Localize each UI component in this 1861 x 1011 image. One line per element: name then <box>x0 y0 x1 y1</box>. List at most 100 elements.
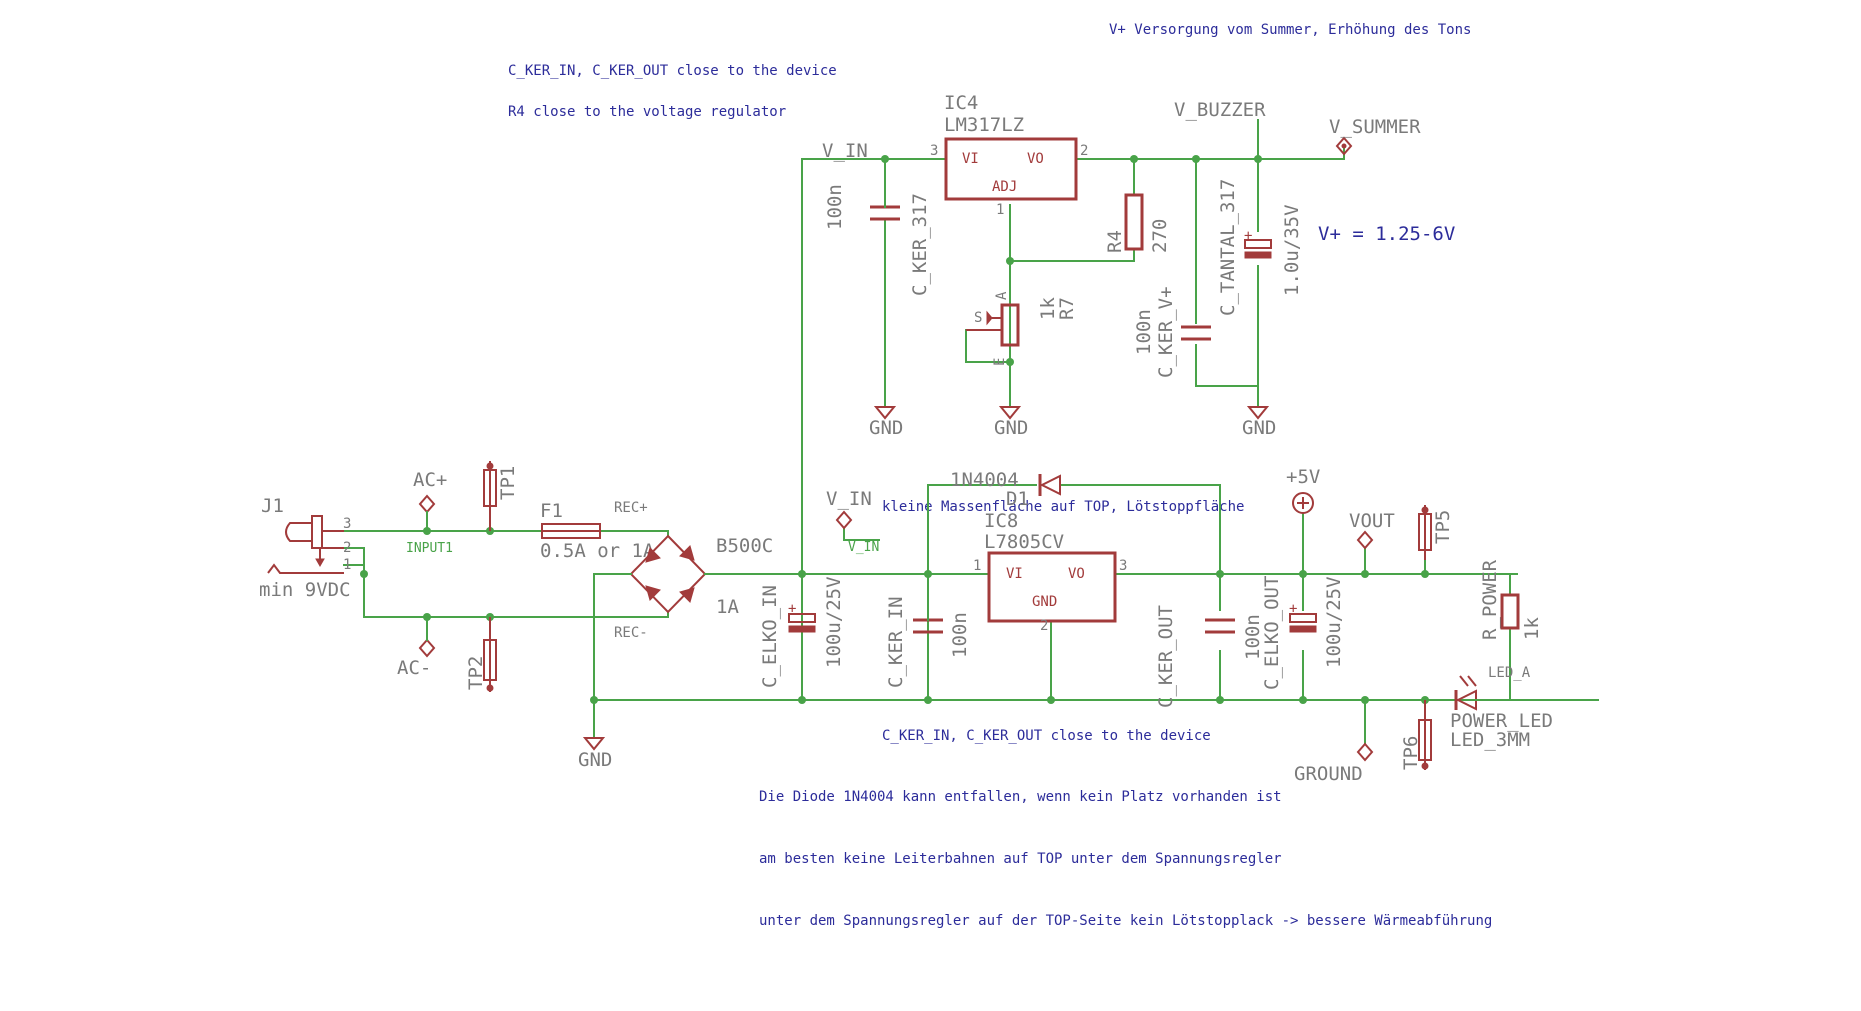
led-name: POWER_LED <box>1450 710 1553 732</box>
capacitor-c-ker-out: C_KER_OUT 100n <box>1155 605 1264 708</box>
led-value: LED_3MM <box>1450 729 1530 751</box>
j1-value: min 9VDC <box>259 579 351 601</box>
j1-pin2: 2 <box>343 540 351 556</box>
resistor-r-power: R_POWER 1k <box>1479 559 1543 640</box>
c-ker-317-name: C_KER_317 <box>909 193 931 296</box>
note-v-plus-supply: V+ Versorgung vom Summer, Erhöhung des T… <box>1109 22 1471 38</box>
bridge-rectifier-b500c: B500C 1A <box>593 534 773 618</box>
r7-pin-s: S <box>974 310 982 326</box>
net-ac-minus: AC- <box>397 657 431 679</box>
net-vout: VOUT <box>1349 510 1395 532</box>
c-ker-vplus-value: 100n <box>1133 309 1155 355</box>
capacitor-c-ker-in: C_KER_IN 100n <box>885 573 971 688</box>
tp1-name: TP1 <box>497 466 519 500</box>
diode-ref: D1 <box>1006 488 1029 510</box>
fuse-f1: F1 0.5A or 1A <box>540 500 655 562</box>
note-no-solder-mask: unter dem Spannungsregler auf der TOP-Se… <box>759 913 1492 929</box>
f1-name: F1 <box>540 500 563 522</box>
r-power-name: R_POWER <box>1479 559 1501 640</box>
svg-text:+: + <box>788 601 796 617</box>
marker-ac-minus: AC- <box>397 616 436 679</box>
c-ker-317-value: 100n <box>824 184 846 230</box>
ic8-pin-in: 1 <box>973 558 981 574</box>
note-v-plus-range: V+ = 1.25-6V <box>1318 223 1455 245</box>
net-v-summer: V_SUMMER <box>1329 116 1421 138</box>
c-elko-out-name: C_ELKO_OUT <box>1261 576 1283 690</box>
ic4-pin-adj: 1 <box>996 202 1004 218</box>
ic4-vo-pin: VO <box>1027 151 1044 167</box>
ic8-pin-gnd: 2 <box>1040 618 1048 634</box>
c-tantal-polarity: + <box>1244 228 1252 244</box>
net-ground: GROUND <box>1294 763 1363 785</box>
ic8-vi-pin: VI <box>1006 566 1023 582</box>
note-ker-close-bottom: C_KER_IN, C_KER_OUT close to the device <box>882 728 1211 744</box>
junctions-lower <box>360 527 1429 704</box>
ic4-adj-pin: ADJ <box>992 179 1017 195</box>
tp6-name: TP6 <box>1400 736 1422 770</box>
ic4-pin-in: 3 <box>930 143 938 159</box>
testpoint-tp6: TP6 <box>1400 700 1432 770</box>
ic8-name: IC8 <box>984 510 1018 532</box>
tp5-name: TP5 <box>1432 510 1454 544</box>
wires-upper <box>801 119 1345 701</box>
ic8-pin-out: 3 <box>1119 558 1127 574</box>
marker-vout: VOUT <box>1349 510 1395 550</box>
diode-1n4004: 1N4004 D1 <box>950 469 1061 510</box>
note-ker-close-top: C_KER_IN, C_KER_OUT close to the device <box>508 63 837 79</box>
j1-name: J1 <box>261 495 284 517</box>
ic4-value: LM317LZ <box>944 114 1024 136</box>
c-tantal-name: C_TANTAL_317 <box>1217 179 1239 316</box>
c-elko-in-value: 100u/25V <box>823 576 845 668</box>
svg-text:GND: GND <box>1242 417 1276 439</box>
connector-j1: J1 min 9VDC 3 2 1 <box>259 495 351 601</box>
note-r4-close: R4 close to the voltage regulator <box>508 104 786 120</box>
marker-v-in-lower: V_IN V_IN <box>826 488 879 555</box>
svg-text:GND: GND <box>994 417 1028 439</box>
capacitor-c-ker-317: 100n C_KER_317 <box>824 184 931 296</box>
ic8-value: L7805CV <box>984 531 1064 553</box>
capacitor-c-ker-vplus: 100n C_KER_V+ <box>1133 286 1211 378</box>
net-plus5v: +5V <box>1286 466 1320 488</box>
ic4-regulator: VI VO ADJ IC4 LM317LZ 3 2 1 <box>930 92 1088 218</box>
c-ker-in-name: C_KER_IN <box>885 596 907 688</box>
r4-value: 270 <box>1149 219 1171 253</box>
wires-lower <box>343 484 1599 745</box>
j1-pin1: 1 <box>343 557 351 573</box>
b500c-value: 1A <box>716 596 739 618</box>
junctions-upper <box>881 155 1262 366</box>
gnd-symbol-upper-mid: GND <box>994 406 1028 439</box>
r7-pin-e: E <box>992 358 1008 366</box>
r-power-value: 1k <box>1521 617 1543 640</box>
net-rec-plus: REC+ <box>614 500 648 516</box>
svg-text:GND: GND <box>869 417 903 439</box>
note-diode-optional: Die Diode 1N4004 kann entfallen, wenn ke… <box>759 789 1282 805</box>
marker-ac-plus: AC+ <box>413 469 447 532</box>
note-ground-area: kleine Massenfläche auf TOP, Lötstoppflä… <box>882 499 1244 515</box>
potentiometer-r7: A S E 1k R7 <box>966 291 1078 366</box>
led-power: LED_A POWER_LED LED_3MM <box>1450 639 1553 751</box>
note-no-traces: am besten keine Leiterbahnen auf TOP unt… <box>759 851 1282 867</box>
net-v-in-mid: V_IN <box>826 488 872 510</box>
net-rec-minus: REC- <box>614 625 648 641</box>
c-ker-out-value: 100n <box>1242 614 1264 660</box>
capacitor-c-elko-in: + C_ELKO_IN 100u/25V <box>759 576 845 688</box>
ic8-vo-pin: VO <box>1068 566 1085 582</box>
supply-v-summer: V_SUMMER V_BUZZER V_IN <box>822 99 1421 162</box>
ic4-pin-out: 2 <box>1080 143 1088 159</box>
gnd-symbol-upper-left: GND <box>869 406 903 439</box>
r7-pin-a: A <box>994 291 1010 300</box>
supply-plus5v: +5V <box>1286 466 1320 514</box>
j1-pin3: 3 <box>343 516 351 532</box>
c-elko-in-name: C_ELKO_IN <box>759 585 781 688</box>
c-tantal-value: 1.0u/35V <box>1281 204 1303 296</box>
marker-ground: GROUND <box>1294 742 1374 785</box>
ic4-name: IC4 <box>944 92 978 114</box>
capacitor-c-elko-out: + C_ELKO_OUT 100u/25V <box>1261 576 1345 690</box>
net-input1: INPUT1 <box>406 541 453 556</box>
net-ac-plus: AC+ <box>413 469 447 491</box>
ic8-gnd-pin: GND <box>1032 594 1057 610</box>
c-elko-out-value: 100u/25V <box>1323 576 1345 668</box>
testpoint-tp2: TP2 <box>465 617 497 692</box>
r7-name: R7 <box>1056 297 1078 320</box>
